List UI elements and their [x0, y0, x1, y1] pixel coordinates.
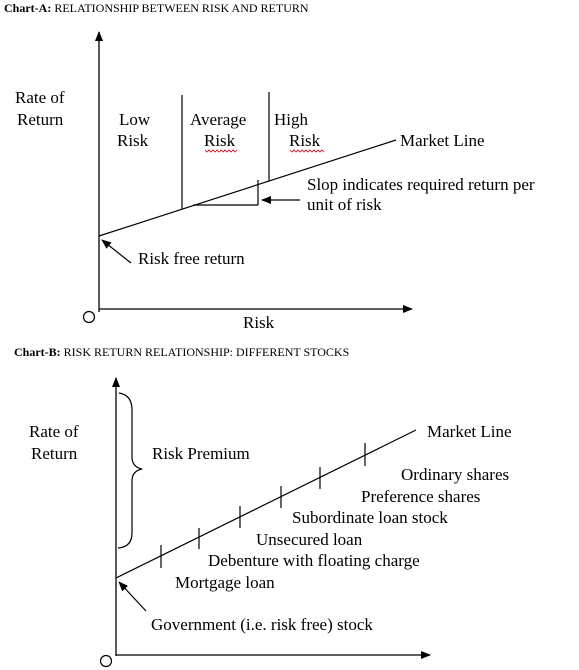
chart-b-risk-premium-brace: [117, 392, 143, 549]
chart-b-stock-label: Ordinary shares: [401, 465, 509, 484]
chart-a-y-label-1: Rate of: [15, 88, 65, 107]
chart-a-spellcheck-underline: [289, 149, 325, 153]
chart-b-y-label-1: Rate of: [29, 422, 79, 441]
chart-a-caption: Chart-A:RELATIONSHIP BETWEEN RISK AND RE…: [4, 1, 309, 15]
chart-b-stock-label: Subordinate loan stock: [292, 508, 448, 527]
chart-a-risk-free-label: Risk free return: [138, 249, 245, 268]
chart-a-slope-note-2: unit of risk: [307, 195, 382, 214]
chart-a: Chart-A:RELATIONSHIP BETWEEN RISK AND RE…: [4, 1, 535, 332]
chart-a-market-line-label: Market Line: [400, 131, 485, 150]
chart-a-zone-high-1: High: [274, 110, 309, 129]
chart-a-x-label: Risk: [243, 313, 275, 332]
chart-b-caption: Chart-B:RISK RETURN RELATIONSHIP: DIFFER…: [14, 345, 349, 359]
chart-b-risk-premium-label: Risk Premium: [152, 444, 250, 463]
chart-a-risk-free-arrow: [101, 239, 132, 264]
chart-b-stock-label: Preference shares: [361, 487, 480, 506]
chart-b-stock-label: Unsecured loan: [256, 530, 363, 549]
chart-a-spellcheck-underline: [204, 149, 238, 153]
chart-a-origin-marker: [82, 310, 96, 324]
chart-a-slope-note-1: Slop indicates required return per: [307, 175, 535, 194]
chart-b-origin-marker: [99, 654, 113, 668]
chart-b-government-arrow: [118, 581, 147, 612]
chart-a-zone-high-2: Risk: [289, 131, 321, 150]
chart-b-government-label: Government (i.e. risk free) stock: [151, 615, 373, 634]
chart-a-zone-low-1: Low: [119, 110, 151, 129]
chart-b-stock-label: Debenture with floating charge: [208, 551, 420, 570]
chart-b-stock-label: Mortgage loan: [175, 573, 275, 592]
chart-b-y-label-2: Return: [31, 444, 78, 463]
chart-a-market-line: [98, 139, 397, 237]
chart-a-zone-average-2: Risk: [204, 131, 236, 150]
chart-b-market-line-label: Market Line: [427, 422, 512, 441]
chart-a-y-label-2: Return: [17, 110, 64, 129]
chart-a-zone-average-1: Average: [190, 110, 246, 129]
chart-b-market-line: [115, 429, 417, 579]
chart-b: Chart-B:RISK RETURN RELATIONSHIP: DIFFER…: [14, 345, 512, 668]
chart-a-zone-low-2: Risk: [117, 131, 149, 150]
